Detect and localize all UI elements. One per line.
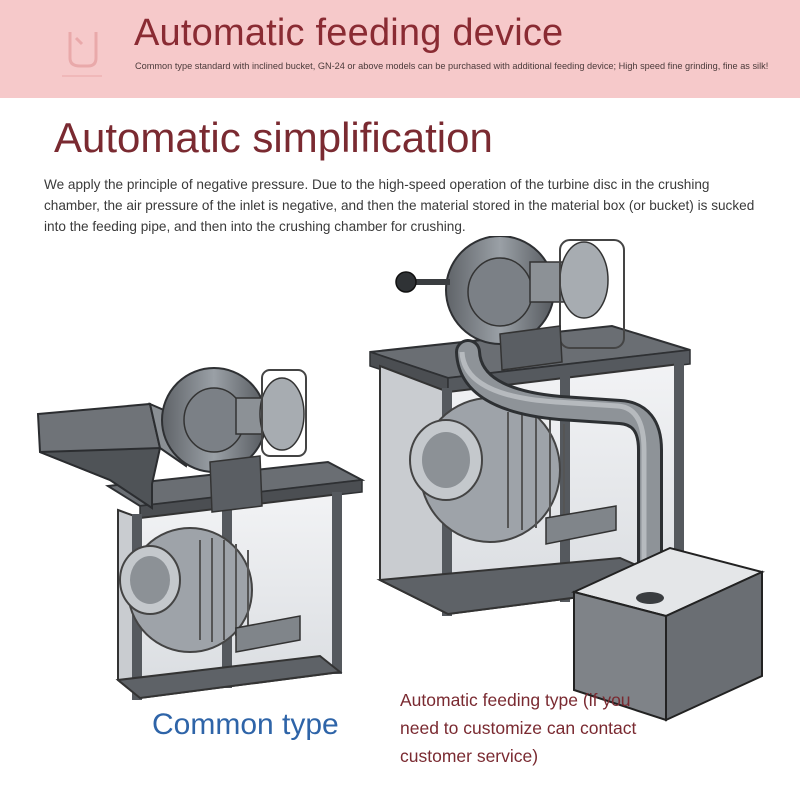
header-subtitle: Common type standard with inclined bucke… xyxy=(135,61,769,71)
automatic-feeding-machine xyxy=(369,236,765,722)
caption-automatic-feeding-type: Automatic feeding type (if you need to c… xyxy=(400,690,637,766)
brand-logo-icon xyxy=(62,32,102,77)
section-title: Automatic simplification xyxy=(54,114,493,161)
header-title: Automatic feeding device xyxy=(134,12,564,54)
machine-illustration xyxy=(36,236,765,722)
common-type-machine xyxy=(36,367,366,701)
section-description: We apply the principle of negative press… xyxy=(44,177,755,234)
header-band xyxy=(0,0,800,98)
caption-common-type: Common type xyxy=(152,708,339,741)
